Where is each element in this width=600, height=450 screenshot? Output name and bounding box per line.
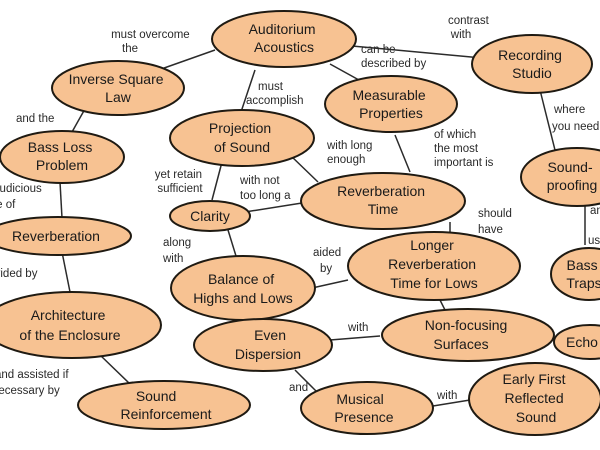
link-with-surfaces: with [347, 322, 368, 334]
link-labels: must overcome the contrast with can be d… [0, 15, 600, 402]
edge-reverberation-architecture [61, 251, 71, 293]
link-must-overcome: must overcome the [111, 29, 193, 55]
svg-text:Recording Studio: Recording Studio [498, 47, 566, 81]
edge-musical-presence-early-reflected [432, 399, 471, 407]
svg-text:Auditorium Acoustics: Auditorium Acoustics [249, 21, 320, 55]
edge-auditorium-projection [239, 69, 256, 116]
link-yet-retain: yet retain sufficient [155, 169, 206, 195]
link-where-you-need: where you need [552, 104, 599, 133]
node-recording-studio[interactable]: Recording Studio [471, 34, 593, 94]
svg-text:Sound- proofing: Sound- proofing [547, 159, 598, 193]
link-of-which: of which the most important is [434, 129, 494, 169]
svg-text:Sound Reinforcement: Sound Reinforcement [120, 388, 211, 422]
edge-measurable-reverb-time [394, 134, 411, 173]
node-projection-of-sound[interactable]: Projection of Sound [169, 109, 315, 167]
edge-architecture-sound-reinforcement [99, 354, 131, 385]
svg-text:Bass Loss Problem: Bass Loss Problem [28, 139, 96, 173]
edge-auditorium-recording-studio [351, 45, 483, 59]
node-early-first-reflected-sound[interactable]: Early First Reflected Sound [468, 362, 600, 436]
link-and-presence: and [289, 382, 308, 394]
node-soundproofing[interactable]: Sound- proofing [520, 147, 600, 207]
link-and-using: and using [588, 205, 600, 247]
node-musical-presence[interactable]: Musical Presence [300, 381, 434, 435]
svg-text:Inverse Square Law: Inverse Square Law [69, 71, 168, 105]
link-should-have: should have [478, 208, 515, 236]
svg-text:Echo: Echo [566, 334, 598, 350]
link-must-accomplish: must accomplish [246, 81, 304, 107]
svg-text:Projection of Sound: Projection of Sound [209, 120, 275, 155]
node-even-dispersion[interactable]: Even Dispersion [193, 318, 333, 372]
node-inverse-square-law[interactable]: Inverse Square Law [51, 60, 185, 116]
svg-text:Bass Traps: Bass Traps [566, 257, 600, 291]
svg-text:Musical Presence: Musical Presence [334, 391, 393, 425]
edge-clarity-reverb-time [244, 202, 303, 213]
node-reverberation-time[interactable]: Reverberation Time [300, 172, 466, 230]
link-with-early: with [436, 390, 457, 402]
edge-bass-loss-reverberation [59, 181, 63, 219]
node-architecture-of-the-enclosure[interactable]: Architecture of the Enclosure [0, 291, 162, 359]
node-bass-traps[interactable]: Bass Traps [550, 247, 600, 301]
edge-even-dispersion-non-focusing [329, 335, 381, 341]
node-auditorium-acoustics[interactable]: Auditorium Acoustics [211, 10, 357, 68]
link-and-the: and the [16, 113, 54, 125]
svg-text:Reverberation Time: Reverberation Time [337, 183, 429, 217]
node-longer-reverberation-time-for-lows[interactable]: Longer Reverberation Time for Lows [347, 231, 521, 301]
node-sound-reinforcement[interactable]: Sound Reinforcement [77, 380, 251, 430]
edge-recording-soundproofing [539, 89, 556, 151]
svg-text:Architecture of the En: Architecture of the Enclosure [19, 307, 120, 343]
link-along-with: along with [162, 237, 194, 265]
edge-balance-longer-reverb [311, 279, 349, 289]
svg-text:Non-focusing Surfaces: Non-focusing Surfaces [425, 317, 511, 352]
svg-text:Measurable Properties: Measurable Properties [352, 87, 429, 121]
node-bass-loss-problem[interactable]: Bass Loss Problem [0, 130, 125, 184]
edge-clarity-balance [227, 229, 237, 257]
svg-text:Reverberation: Reverberation [12, 228, 100, 244]
edge-projection-clarity [211, 161, 223, 201]
concept-nodes: Auditorium Acoustics Inverse Square Law … [0, 10, 600, 436]
link-judicious-use: judicious use of [0, 183, 45, 211]
node-balance-of-highs-and-lows[interactable]: Balance of Highs and Lows [170, 255, 316, 321]
edge-longer-reverb-non-focusing [439, 299, 446, 311]
link-provided-by: provided by [0, 268, 38, 280]
node-clarity[interactable]: Clarity [169, 200, 251, 232]
svg-text:Longer Reverberation: Longer Reverberation Time for Lows [388, 237, 480, 291]
svg-text:Early First Reflected: Early First Reflected Sound [503, 371, 570, 425]
node-non-focusing-surfaces[interactable]: Non-focusing Surfaces [381, 308, 555, 362]
connections [59, 45, 586, 407]
node-measurable-properties[interactable]: Measurable Properties [324, 75, 458, 133]
link-contrast-with: contrast with [448, 15, 492, 41]
svg-text:Balance of Highs and L: Balance of Highs and Lows [193, 271, 293, 306]
link-and-assisted: and assisted if necessary by [0, 369, 72, 397]
svg-text:Clarity: Clarity [190, 208, 230, 224]
edge-projection-reverb-time [289, 154, 319, 183]
node-echo[interactable]: Echo [553, 324, 600, 360]
link-aided-by: aided by [313, 247, 344, 275]
link-with-not-too-long: with not too long a [239, 175, 291, 202]
svg-text:Even Dispersion: Even Dispersion [235, 327, 301, 362]
link-with-long-enough: with long enough [326, 140, 376, 166]
node-reverberation[interactable]: Reverberation [0, 216, 132, 256]
link-can-be-described: can be described by [361, 44, 426, 70]
